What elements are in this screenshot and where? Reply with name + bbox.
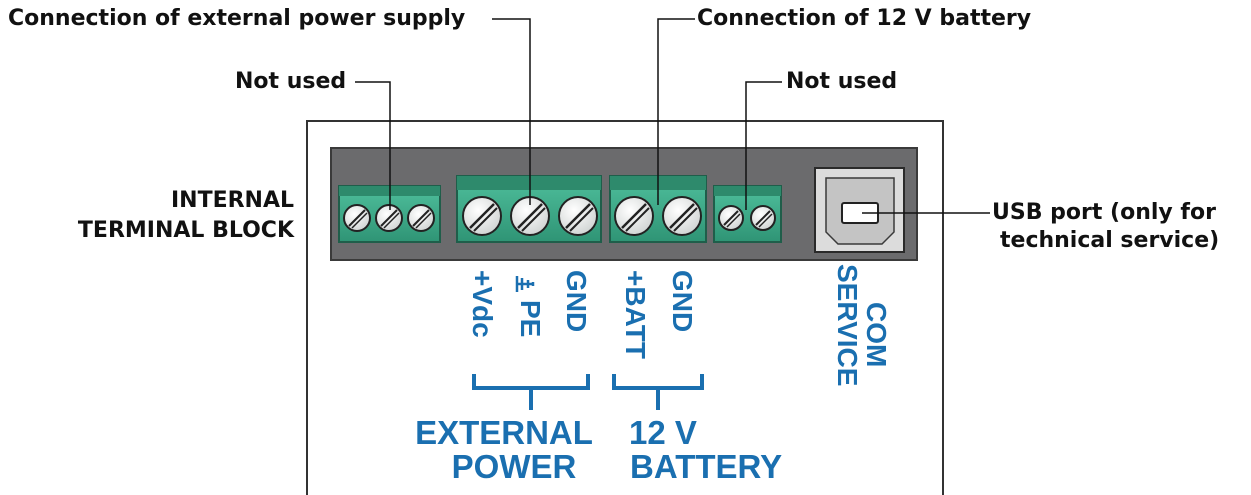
- block-label-line2: TERMINAL BLOCK: [77, 218, 294, 243]
- group-label-external-line2: POWER: [451, 448, 577, 485]
- terminal-label-vdc: +Vdc: [467, 270, 498, 338]
- terminal-label-pe: PE: [515, 300, 546, 338]
- screw: [558, 196, 598, 236]
- leader-battery: [657, 18, 695, 205]
- callout-usb-line2: technical service): [1000, 228, 1220, 253]
- protective-earth-icon: [515, 276, 535, 292]
- callout-not-used-right: Not used: [786, 69, 898, 94]
- leader-external-power: [492, 18, 531, 205]
- terminal-label-com: COM: [861, 302, 892, 368]
- screw: [343, 204, 371, 232]
- group-label-external-line1: EXTERNAL: [415, 414, 593, 451]
- usb-port: [814, 167, 905, 253]
- terminal-label-gnd-batt: GND: [667, 270, 698, 333]
- screw: [614, 196, 654, 236]
- screw: [407, 204, 435, 232]
- screw: [462, 196, 502, 236]
- callout-external-power: Connection of external power supply: [8, 6, 466, 31]
- group-label-battery-line1: 12 V: [629, 414, 697, 451]
- terminal-label-service: SERVICE: [832, 264, 863, 387]
- callout-battery: Connection of 12 V battery: [697, 6, 1032, 31]
- screw: [375, 204, 403, 232]
- leader-not-used-right: [745, 81, 782, 210]
- block-label-line1: INTERNAL: [170, 188, 294, 213]
- terminal-label-batt: +BATT: [620, 270, 651, 359]
- callout-not-used-left: Not used: [235, 69, 347, 94]
- device-enclosure: [306, 120, 944, 495]
- group-label-battery-line2: BATTERY: [630, 448, 783, 485]
- callout-usb-line1: USB port (only for: [992, 200, 1216, 225]
- bracket-external-power: [472, 374, 590, 410]
- bracket-battery: [612, 374, 704, 410]
- leader-not-used-left: [355, 81, 391, 210]
- screw: [718, 205, 744, 231]
- callout-leader-lines: [355, 18, 990, 214]
- terminal-label-gnd-power: GND: [561, 270, 592, 333]
- screw: [750, 205, 776, 231]
- screw: [662, 196, 702, 236]
